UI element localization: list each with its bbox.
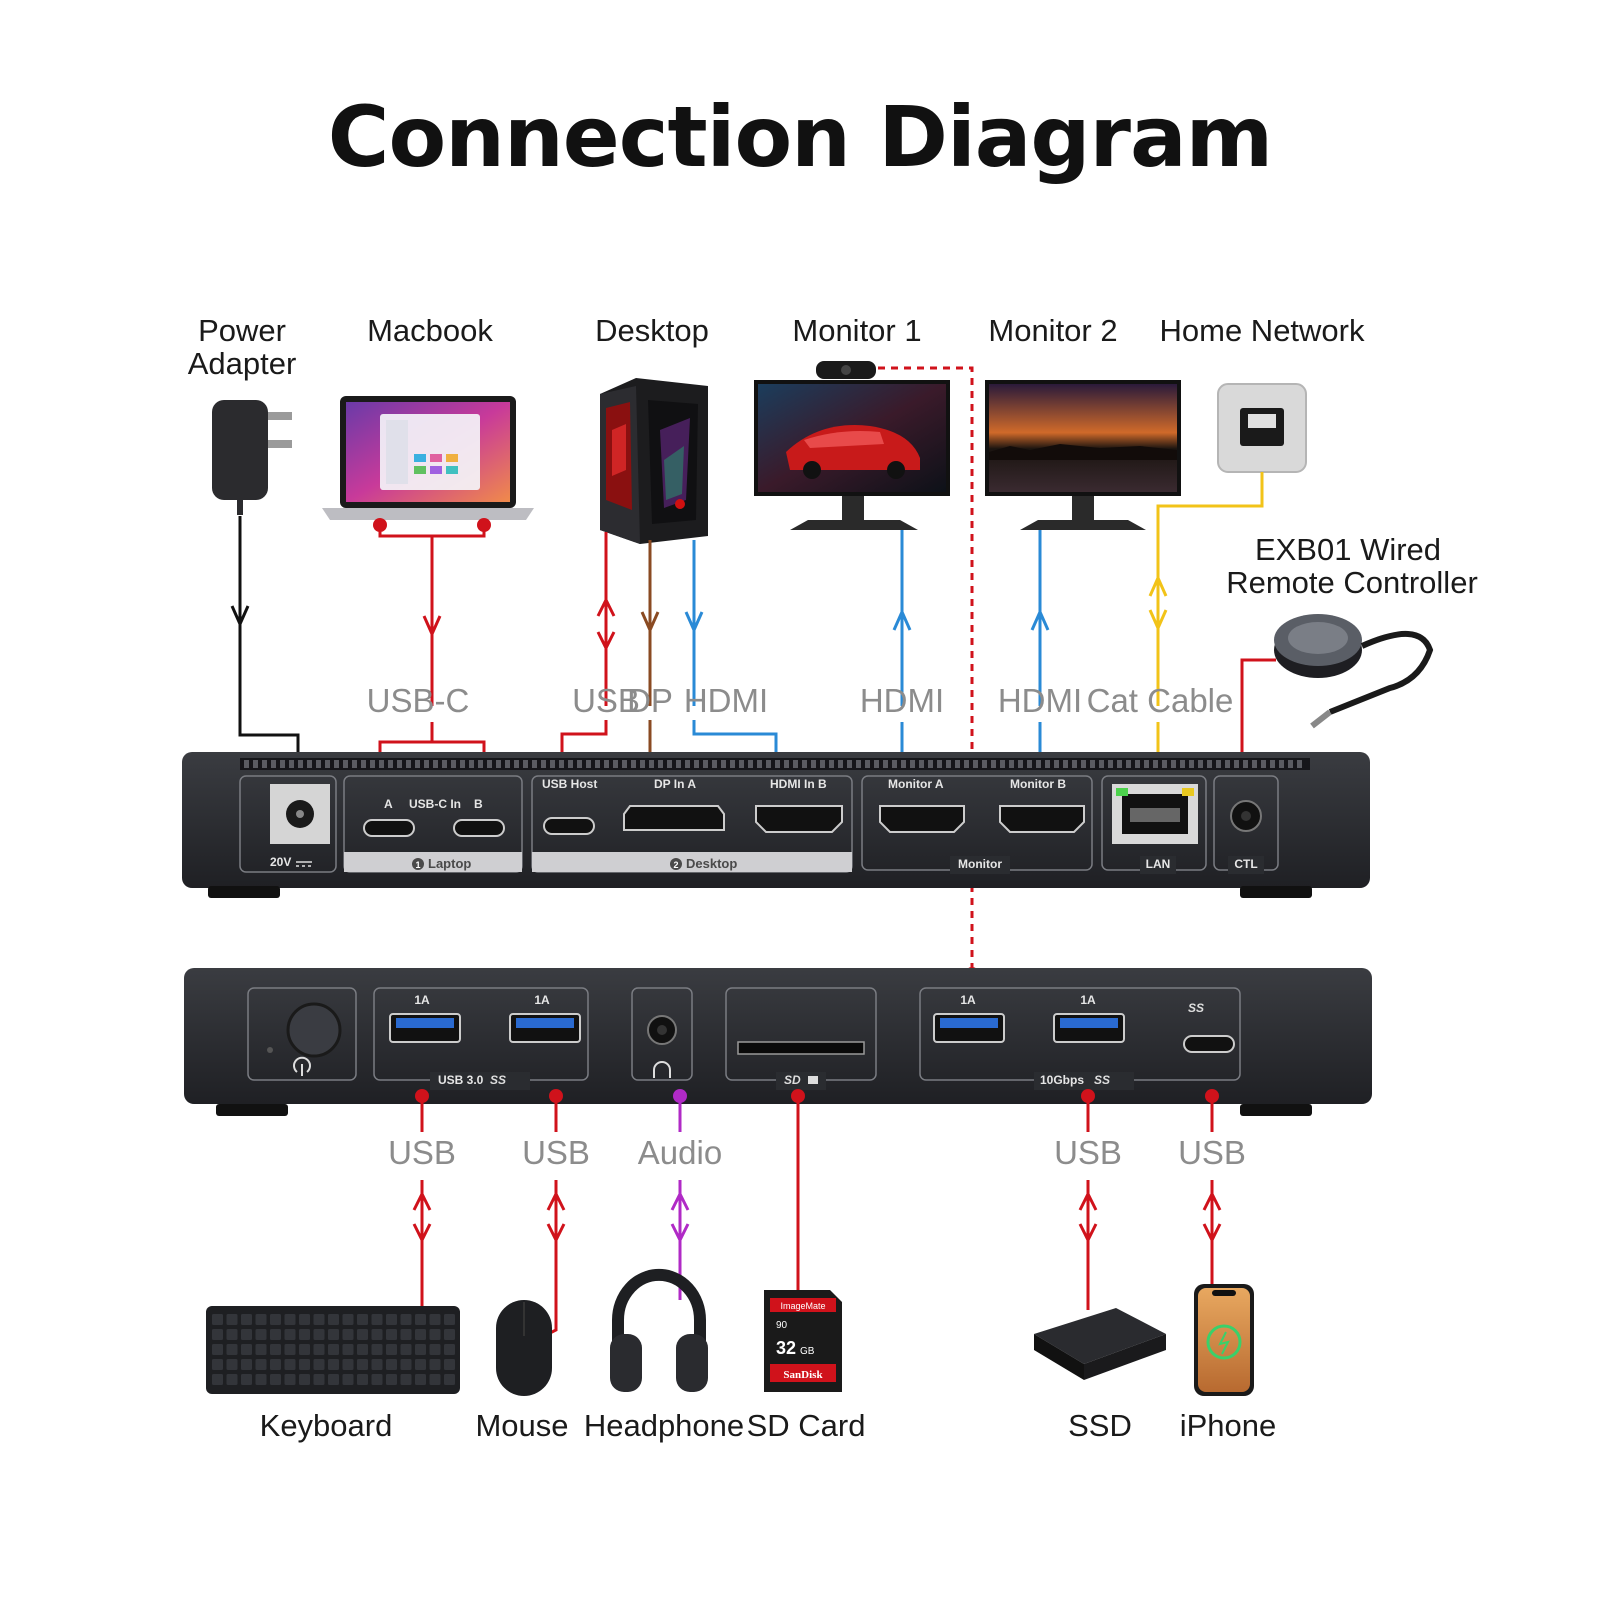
headphone-label: Headphone bbox=[584, 1408, 744, 1443]
usbc-port-b[interactable] bbox=[453, 819, 505, 837]
laptop-group-bar bbox=[344, 852, 522, 872]
dp-in-port[interactable] bbox=[623, 805, 725, 831]
usb-host-port[interactable] bbox=[543, 817, 595, 835]
laptop-group-label: Laptop bbox=[428, 856, 471, 871]
lan-label: LAN bbox=[1146, 857, 1171, 871]
usb30-amp-2: 1A bbox=[534, 993, 550, 1007]
hdmi-in-b-label: HDMI In B bbox=[770, 777, 827, 791]
cable-label-usb-2: USB bbox=[522, 1134, 590, 1171]
desktop-group-label: Desktop bbox=[686, 856, 737, 871]
monitor-a-port[interactable] bbox=[879, 805, 965, 833]
usbc-front-port[interactable] bbox=[1183, 1035, 1235, 1053]
remote-label-2: Remote Controller bbox=[1226, 565, 1478, 600]
page-title: Connection Diagram bbox=[327, 88, 1273, 186]
sd-brand: ImageMate bbox=[780, 1301, 825, 1311]
cable-label-cat: Cat Cable bbox=[1087, 682, 1234, 719]
remote-controller-icon bbox=[1274, 614, 1434, 729]
vent-slots bbox=[244, 760, 1302, 768]
cable-label-usb: USB bbox=[572, 682, 640, 719]
ssd-icon bbox=[1034, 1308, 1166, 1380]
monitor-group-label: Monitor bbox=[958, 857, 1002, 871]
monitor-b-port[interactable] bbox=[999, 805, 1085, 833]
port-a-label: A bbox=[384, 797, 393, 811]
power-port-frame bbox=[239, 775, 337, 873]
sd-unit: GB bbox=[800, 1346, 815, 1357]
sd-card-slot[interactable] bbox=[737, 1041, 865, 1055]
power-button-frame bbox=[247, 987, 357, 1081]
sdcard-label: SD Card bbox=[747, 1408, 866, 1443]
cable-label-hdmi-desktop: HDMI bbox=[684, 682, 768, 719]
audio-port-frame bbox=[631, 987, 693, 1081]
remote-label: EXB01 Wired bbox=[1255, 532, 1441, 567]
dp-in-a-label: DP In A bbox=[654, 777, 696, 791]
desktop-group-bar bbox=[532, 852, 852, 872]
desktop-icon bbox=[600, 378, 708, 544]
sd-maker: SanDisk bbox=[783, 1369, 823, 1381]
headphone-symbol-icon bbox=[653, 1061, 671, 1078]
monitor1-icon bbox=[754, 361, 950, 530]
ss-logo-2: SS bbox=[1094, 1073, 1110, 1087]
laptop-num-badge: 1 bbox=[415, 860, 420, 870]
ss-logo-3: SS bbox=[1188, 1001, 1204, 1015]
power-adapter-icon bbox=[212, 400, 292, 515]
port-b-label: B bbox=[474, 797, 483, 811]
home-network-label: Home Network bbox=[1160, 313, 1365, 348]
cable-label-usb-4: USB bbox=[1178, 1134, 1246, 1171]
monitor2-icon bbox=[985, 380, 1181, 530]
monitor1-label: Monitor 1 bbox=[792, 313, 921, 348]
ssd-label: SSD bbox=[1068, 1408, 1132, 1443]
mouse-label: Mouse bbox=[475, 1408, 568, 1443]
monitor-b-label: Monitor B bbox=[1010, 777, 1066, 791]
power-symbol-icon bbox=[293, 1056, 311, 1076]
gbps-label: 10Gbps bbox=[1040, 1073, 1084, 1087]
cable-label-hdmi-monitor2: HDMI bbox=[998, 682, 1082, 719]
usb-host-label: USB Host bbox=[542, 777, 597, 791]
cable-label-dp: DP bbox=[627, 682, 673, 719]
headphone-icon bbox=[610, 1268, 708, 1392]
cable-label-usbc: USB-C bbox=[367, 682, 470, 719]
usbc-in-label: USB-C In bbox=[409, 797, 461, 811]
keyboard-icon bbox=[206, 1306, 460, 1394]
desktop-num-badge: 2 bbox=[673, 860, 678, 870]
usb30-amp-1: 1A bbox=[414, 993, 430, 1007]
power-button[interactable] bbox=[286, 1002, 342, 1058]
desktop-label: Desktop bbox=[595, 313, 709, 348]
cable-label-usb-3: USB bbox=[1054, 1134, 1122, 1171]
hub-front-panel bbox=[184, 968, 1372, 1116]
macbook-icon bbox=[322, 396, 534, 520]
hdmi-in-port[interactable] bbox=[755, 805, 843, 833]
usb30-label: USB 3.0 bbox=[438, 1073, 484, 1087]
ctl-label: CTL bbox=[1234, 857, 1257, 871]
sd-capacity: 32 bbox=[776, 1338, 796, 1358]
iphone-label: iPhone bbox=[1180, 1408, 1277, 1443]
sd-card-icon: ImageMate 90 32 GB SanDisk bbox=[764, 1290, 842, 1392]
sd-logo: SD bbox=[784, 1073, 801, 1087]
cable-label-audio: Audio bbox=[638, 1134, 722, 1171]
monitor-a-label: Monitor A bbox=[888, 777, 944, 791]
monitor2-label: Monitor 2 bbox=[988, 313, 1117, 348]
gbps-amp-2: 1A bbox=[1080, 993, 1096, 1007]
cable-label-hdmi-monitor1: HDMI bbox=[860, 682, 944, 719]
power-adapter-label-2: Adapter bbox=[188, 346, 297, 381]
network-jack-icon bbox=[1217, 383, 1307, 473]
sd-speed: 90 bbox=[776, 1320, 788, 1331]
usbc-port-a[interactable] bbox=[363, 819, 415, 837]
mouse-icon bbox=[496, 1300, 552, 1396]
ss-logo-1: SS bbox=[490, 1073, 506, 1087]
gbps-amp-1: 1A bbox=[960, 993, 976, 1007]
power-20v-label: 20V bbox=[270, 855, 291, 869]
cable-label-usb-1: USB bbox=[388, 1134, 456, 1171]
power-adapter-label: Power bbox=[198, 313, 286, 348]
macbook-label: Macbook bbox=[367, 313, 493, 348]
keyboard-label: Keyboard bbox=[260, 1408, 393, 1443]
iphone-icon bbox=[1194, 1284, 1254, 1396]
